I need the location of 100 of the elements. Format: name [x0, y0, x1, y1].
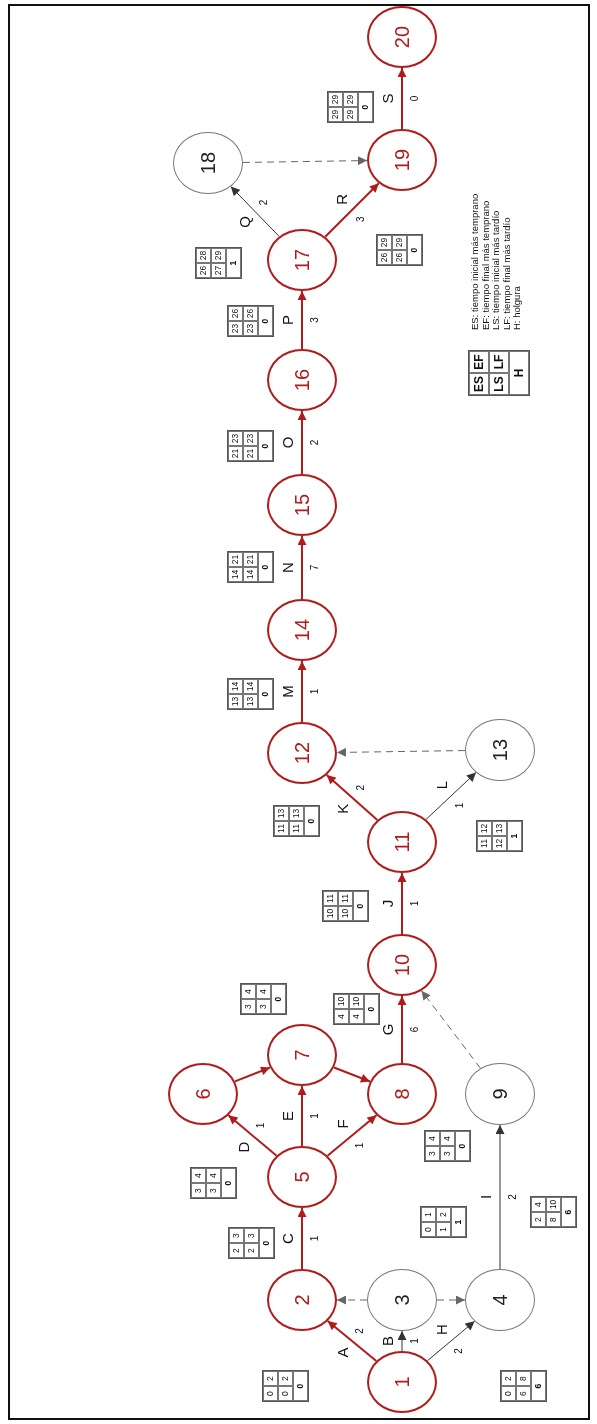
- table-cell: 0: [358, 92, 373, 122]
- table-cell: 23: [243, 321, 258, 336]
- event-number: 7: [290, 1049, 314, 1061]
- table-cell: 27: [211, 263, 226, 278]
- duration-label: 0: [410, 95, 420, 102]
- table-cell: 3: [440, 1146, 455, 1161]
- table-cell: 3: [241, 999, 256, 1014]
- dashed-arrow: [242, 156, 368, 166]
- table-cell: 0: [258, 306, 273, 336]
- event-circle: [267, 1146, 337, 1208]
- table-cell: 26: [228, 306, 243, 321]
- legend-entry: EF: tiempo final más temprano: [480, 200, 491, 330]
- arrow: [297, 290, 307, 350]
- table-cell: ES: [469, 373, 489, 395]
- legend-entry: LF: tiempo final más tardío: [501, 216, 512, 330]
- table-cell: 4: [531, 1197, 546, 1212]
- table-cell: EF: [469, 351, 489, 373]
- table-cell: 4: [349, 1009, 364, 1024]
- table-cell: 0: [501, 1386, 516, 1401]
- table-cell: 23: [228, 431, 243, 446]
- table-cell: 0: [221, 1168, 236, 1198]
- table-cell: 0: [278, 1386, 293, 1401]
- table-cell: 0: [258, 431, 273, 461]
- duration-label: 6: [410, 1026, 420, 1033]
- edge-label: L: [433, 780, 449, 790]
- duration-label: 2: [310, 439, 320, 446]
- table-cell: 4: [425, 1131, 440, 1146]
- table-cell: 29: [328, 107, 343, 122]
- table-cell: 13: [243, 694, 258, 709]
- edge-label: H: [433, 1324, 449, 1335]
- arrow: [397, 1330, 407, 1352]
- table-cell: 14: [228, 679, 243, 694]
- duration-label: 1: [310, 688, 320, 695]
- table-cell: LS: [489, 373, 509, 395]
- table-cell: 3: [425, 1146, 440, 1161]
- dashed-arrow: [436, 1295, 466, 1305]
- edge-label: C: [279, 1233, 295, 1244]
- duration-label: 2: [508, 1194, 518, 1200]
- duration-label: 1: [410, 1338, 420, 1344]
- event-number: 18: [196, 151, 220, 175]
- table-cell: 4: [241, 984, 256, 999]
- table-cell: 11: [289, 821, 304, 836]
- duration-label: 7: [310, 564, 320, 571]
- table-cell: 0: [293, 1371, 308, 1401]
- event-number: 19: [390, 148, 414, 172]
- table-cell: 21: [243, 446, 258, 461]
- event-number: 2: [290, 1294, 314, 1306]
- table-cell: 2: [501, 1371, 516, 1386]
- table-cell: 6: [516, 1386, 531, 1401]
- event-number: 20: [390, 25, 414, 49]
- edge-label: G: [379, 1023, 395, 1036]
- arrow: [397, 995, 407, 1064]
- table-cell: 1: [436, 1222, 451, 1237]
- table-cell: 13: [274, 806, 289, 821]
- table-cell: 8: [546, 1212, 561, 1227]
- edge-label: Q: [236, 216, 252, 228]
- table-cell: 10: [349, 994, 364, 1009]
- dashed-arrow: [421, 990, 481, 1069]
- event-number: 4: [488, 1294, 512, 1306]
- edge-label: D: [235, 1141, 251, 1153]
- table-cell: 4: [440, 1131, 455, 1146]
- table-cell: 2: [244, 1243, 259, 1258]
- edge-label: K: [334, 803, 350, 814]
- arrow: [297, 410, 307, 475]
- table-cell: LF: [489, 351, 509, 373]
- arrow: [297, 660, 307, 723]
- table-cell: 13: [228, 694, 243, 709]
- event-number: 12: [290, 741, 314, 765]
- table-cell: 14: [243, 679, 258, 694]
- table-cell: 0: [263, 1386, 278, 1401]
- duration-label: 2: [355, 1328, 366, 1334]
- arrow: [397, 67, 407, 130]
- edge-label: P: [279, 315, 295, 325]
- arrow: [324, 182, 380, 238]
- table-cell: 21: [228, 552, 243, 567]
- table-cell: 2: [229, 1243, 244, 1258]
- duration-label: 3: [356, 216, 367, 222]
- table-cell: 14: [243, 567, 258, 582]
- table-cell: 0: [407, 235, 422, 265]
- table-cell: 21: [243, 552, 258, 567]
- edge-label: N: [279, 562, 295, 573]
- legend-entry: H: holgura: [512, 286, 523, 330]
- edge-label: F: [334, 1119, 350, 1129]
- table-cell: 10: [334, 994, 349, 1009]
- table-cell: 23: [243, 431, 258, 446]
- event-number: 15: [290, 493, 314, 517]
- event-number: 8: [390, 1088, 414, 1100]
- event-number: 13: [488, 738, 512, 762]
- edge-label: B: [379, 1336, 395, 1346]
- table-cell: 6: [561, 1197, 576, 1227]
- table-cell: 29: [343, 107, 358, 122]
- table-cell: 0: [353, 891, 368, 921]
- table-cell: 1: [507, 821, 522, 851]
- table-cell: 29: [392, 235, 407, 250]
- arrow: [297, 1085, 307, 1147]
- table-cell: 12: [492, 836, 507, 851]
- event-number: 14: [290, 618, 314, 642]
- table-cell: 3: [229, 1228, 244, 1243]
- table-cell: 6: [531, 1371, 546, 1401]
- duration-label: 3: [310, 317, 320, 323]
